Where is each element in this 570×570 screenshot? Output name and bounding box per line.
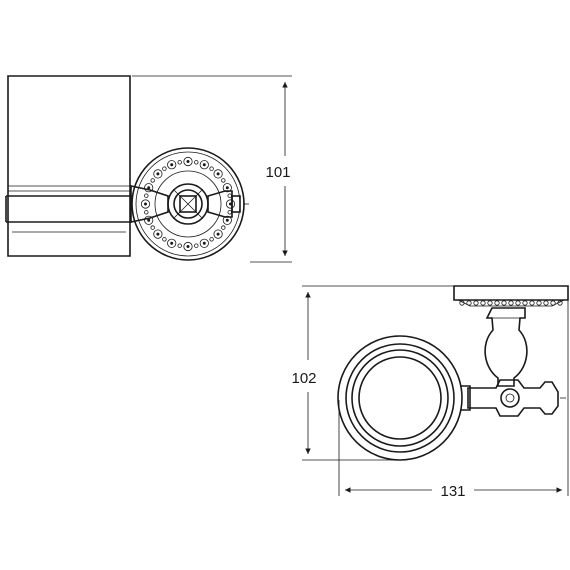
rosette-edge-dot — [466, 300, 472, 306]
rosette-edge-dot — [487, 300, 493, 306]
dimension-102: 102 — [291, 285, 454, 461]
dimension-label-131: 131 — [440, 483, 465, 500]
rosette-ornament — [209, 229, 223, 242]
rosette-edge-dot — [459, 300, 465, 306]
dimension-101: 101 — [132, 75, 292, 263]
rosette-edge-dot — [480, 300, 486, 306]
rosette-edge-dot — [508, 300, 514, 306]
top-view: 102 131 — [291, 285, 569, 500]
rosette-edge-dot — [543, 300, 549, 306]
tumbler-glass — [5, 75, 132, 257]
rosette-ornament — [150, 225, 163, 239]
rosette-ornament — [221, 215, 232, 230]
rosette-edge-dot — [550, 300, 556, 306]
rosette-ornament — [177, 241, 193, 252]
rosette-edge-dot — [557, 300, 563, 306]
side-view: 101 — [5, 75, 292, 263]
dimension-label-102: 102 — [291, 370, 316, 387]
rosette-edge-dot — [473, 300, 479, 306]
rosette-ornament — [199, 160, 214, 171]
rosette-edge-dot — [515, 300, 521, 306]
holder-arm — [130, 185, 249, 223]
rosette-ornament — [183, 156, 199, 167]
rosette-edge-dot — [494, 300, 500, 306]
rosette-ornament — [153, 166, 167, 179]
rosette-ornament — [167, 160, 182, 170]
rosette-edge-dot — [536, 300, 542, 306]
rosette-ornament — [213, 169, 226, 183]
rosette-ornament — [144, 178, 155, 193]
rosette-edge-dot — [501, 300, 507, 306]
rosette-ornament — [162, 237, 177, 248]
top-rosette — [453, 285, 569, 307]
glass-ring — [337, 335, 471, 461]
dimension-131: 131 — [338, 300, 569, 500]
rosette-edge-dot — [529, 300, 535, 306]
rosette-ornament — [140, 193, 151, 209]
rosette-ornament — [194, 238, 209, 248]
dimension-label-101: 101 — [265, 164, 290, 181]
support-stem — [467, 307, 566, 417]
rosette-edge-dot — [522, 300, 528, 306]
rosette-ornament — [144, 210, 154, 225]
center-hub — [167, 183, 209, 225]
